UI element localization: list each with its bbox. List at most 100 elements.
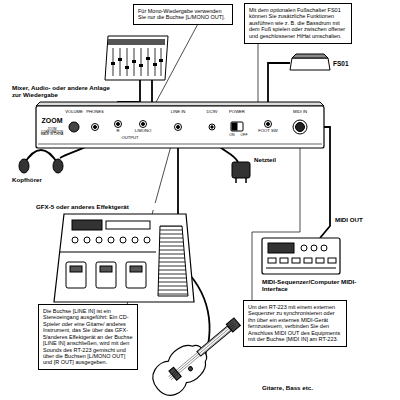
effects-pedal	[72, 237, 78, 243]
panel-label: VOLUME	[64, 110, 84, 115]
effects-pedal	[66, 262, 86, 288]
rt-223-rear-panel	[267, 123, 270, 126]
rt-223-rear-panel	[209, 124, 215, 130]
mixer	[120, 48, 121, 76]
guitar	[168, 323, 232, 377]
midi-sequencer	[328, 258, 336, 263]
effects-pedal	[106, 221, 150, 229]
panel-label: ON	[228, 133, 237, 137]
mixer	[132, 60, 136, 63]
rt-223-rear-panel	[175, 124, 182, 131]
power-adapter	[245, 178, 247, 183]
headphones	[24, 150, 58, 164]
panel-label: R	[114, 129, 122, 134]
part-label: GFX-5 oder anderes Effektgerät	[36, 203, 156, 210]
midi-sequencer	[280, 258, 288, 263]
footswitch	[290, 58, 330, 70]
panel-label: PHONES	[85, 110, 105, 115]
effects-pedal	[144, 237, 150, 243]
panel-label: OUTPUT	[117, 136, 143, 141]
midi-sequencer	[311, 245, 317, 251]
effects-pedal	[54, 214, 194, 302]
headphones	[53, 159, 63, 173]
callout-text: Um den RT-223 mit einem externen Sequenz…	[248, 304, 342, 343]
callout-box: Für Mono-Wiedergabe verwenden Sie nur di…	[133, 4, 233, 25]
mixer	[108, 39, 165, 45]
mixer	[118, 58, 122, 61]
guitar	[188, 366, 194, 372]
mixer	[159, 59, 163, 62]
part-label: Gitarre, Bass etc.	[262, 384, 352, 391]
part-label: ZOOM	[39, 117, 65, 125]
callout-box: Um den RT-223 mit einem externen Sequenz…	[243, 300, 347, 347]
effects-pedal	[130, 266, 142, 272]
power-adapter	[232, 162, 250, 183]
rt-223-rear-panel	[140, 121, 147, 128]
panel-label: OFF	[239, 133, 250, 137]
effects-pedal	[108, 237, 114, 243]
mixer	[127, 48, 128, 76]
effects-pedal	[126, 262, 146, 288]
footswitch	[290, 54, 330, 70]
effects-pedal	[84, 237, 90, 243]
midi-sequencer	[268, 258, 276, 263]
mixer	[153, 63, 157, 66]
effects-pedal	[132, 237, 138, 243]
effects-pedal	[70, 266, 82, 272]
panel-label: MADE IN CHINA	[37, 133, 67, 136]
callout-text: Für Mono-Wiedergabe verwenden Sie nur di…	[138, 8, 228, 21]
power-adapter	[235, 178, 237, 183]
guitar	[171, 326, 235, 380]
mixer	[125, 66, 129, 69]
mixer	[146, 57, 150, 60]
headphones	[19, 159, 29, 173]
panel-label: LINE IN	[166, 110, 190, 115]
part-label: FS01	[333, 60, 359, 67]
midi-sequencer	[316, 258, 324, 263]
effects-pedal	[120, 237, 126, 243]
part-label: MIDI OUT	[335, 216, 385, 223]
effects-pedal	[54, 214, 194, 302]
effects-pedal	[96, 237, 102, 243]
rt-223-rear-panel	[265, 121, 272, 128]
panel-label: FOOT SW	[255, 129, 281, 134]
panel-label: L/MONO	[132, 129, 154, 134]
mixer	[111, 57, 163, 69]
callout-text: Die Buchse [LINE IN] ist ein Stereoeinga…	[43, 308, 133, 366]
callout-box: Die Buchse [LINE IN] ist ein Stereoeinga…	[38, 304, 138, 370]
effects-pedal	[96, 262, 116, 288]
footswitch	[292, 54, 328, 58]
headphones	[19, 150, 63, 173]
panel-label: DC9V	[203, 110, 221, 115]
part-label: Mixer, Audio- oder andere Anlage zur Wie…	[12, 84, 112, 98]
power-adapter	[232, 162, 250, 178]
mixer	[105, 36, 168, 80]
panel-label: POWER	[227, 110, 247, 115]
mixer	[155, 48, 156, 76]
midi-sequencer	[262, 238, 340, 274]
rt-223-rear-panel	[69, 122, 79, 132]
mixer	[139, 64, 143, 67]
midi-sequencer	[321, 245, 327, 251]
rt-223-rear-panel	[115, 121, 122, 128]
rt-223-rear-panel	[94, 126, 97, 129]
midi-sequencer	[304, 258, 312, 263]
mixer	[111, 62, 115, 65]
rt-223-rear-panel	[117, 123, 120, 126]
part-label: Netzteil	[254, 156, 294, 163]
part-label: Kopfhörer	[12, 176, 64, 183]
rt-223-rear-panel	[36, 106, 324, 148]
guitar	[170, 324, 234, 378]
rt-223-rear-panel	[231, 122, 243, 131]
part-label: MIDI-Sequenzer/Computer MIDI-Interface	[262, 278, 374, 292]
midi-sequencer	[262, 238, 340, 274]
rt-223-rear-panel	[293, 120, 307, 134]
rt-223-rear-panel	[296, 123, 305, 132]
mixer	[141, 48, 142, 76]
effects-pedal	[100, 266, 112, 272]
midi-sequencer	[292, 258, 300, 263]
midi-sequencer	[301, 245, 307, 251]
rt-223-rear-panel	[232, 123, 237, 130]
rt-223-rear-panel	[38, 144, 322, 145]
